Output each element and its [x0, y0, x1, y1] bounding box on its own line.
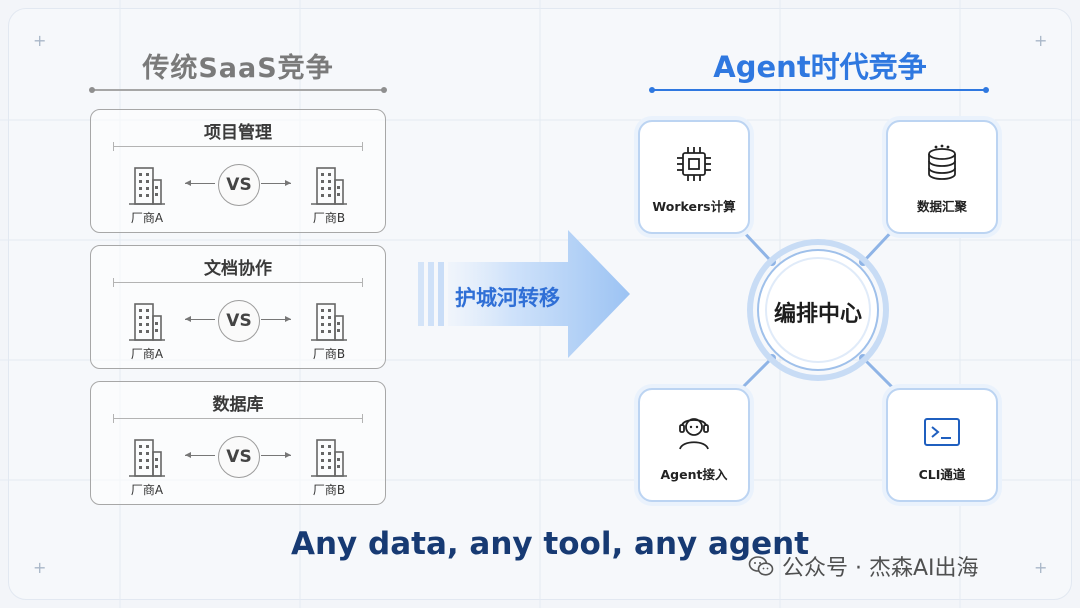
- left-section-title: 传统SaaS竞争: [142, 53, 334, 84]
- headset-person-icon: [679, 418, 709, 450]
- right-arrow-icon: [261, 316, 291, 322]
- building-icon: [129, 439, 165, 477]
- vs-badge: VS: [218, 164, 260, 206]
- node-workers-compute: Workers计算: [638, 120, 750, 234]
- node-label: 数据汇聚: [916, 199, 967, 214]
- transition-arrow-icon: [418, 230, 630, 358]
- building-icon: [311, 167, 347, 205]
- vendor-a-label: 厂商A: [130, 347, 164, 361]
- vendor-a-label: 厂商A: [130, 483, 164, 497]
- vs-badge: VS: [218, 300, 260, 342]
- card-divider: [113, 414, 363, 423]
- vendor-a-label: 厂商A: [130, 211, 164, 225]
- right-arrow-icon: [261, 452, 291, 458]
- terminal-icon: [924, 418, 960, 446]
- corner-plus-icon: +: [33, 31, 47, 50]
- node-cli-channel: CLI通道: [886, 388, 998, 502]
- building-icon: [129, 303, 165, 341]
- wechat-icon: [748, 556, 774, 576]
- hub-diagram: [738, 226, 897, 392]
- comparison-card-3: 数据库 厂商A VS 厂商B: [90, 381, 386, 505]
- building-icon: [129, 167, 165, 205]
- hub-label: 编排中心: [773, 302, 862, 327]
- building-icon: [311, 303, 347, 341]
- card-divider: [113, 142, 363, 151]
- vendor-b-label: 厂商B: [312, 211, 346, 225]
- left-title-divider: [89, 87, 387, 93]
- left-arrow-icon: [185, 316, 215, 322]
- corner-plus-icon: +: [33, 558, 47, 577]
- node-label: Agent接入: [660, 467, 728, 482]
- left-arrow-icon: [185, 180, 215, 186]
- card-title: 项目管理: [204, 123, 272, 143]
- left-arrow-icon: [185, 452, 215, 458]
- comparison-card-1: 项目管理 厂商A VS 厂商B: [90, 109, 386, 233]
- corner-plus-icon: +: [1034, 31, 1048, 50]
- node-label: CLI通道: [918, 467, 966, 482]
- card-title: 数据库: [212, 395, 264, 415]
- card-title: 文档协作: [204, 259, 272, 279]
- corner-plus-icon: +: [1034, 558, 1048, 577]
- tagline: Any data, any tool, any agent: [290, 526, 810, 562]
- watermark: 公众号 · 杰森AI出海: [748, 550, 979, 582]
- moat-shift-label: 护城河转移: [455, 286, 560, 310]
- node-data-aggregation: 数据汇聚: [886, 120, 998, 234]
- card-divider: [113, 278, 363, 287]
- node-label: Workers计算: [652, 199, 736, 214]
- database-icon: [928, 144, 956, 180]
- watermark-text: 公众号 · 杰森AI出海: [782, 556, 979, 581]
- node-agent-access: Agent接入: [638, 388, 750, 502]
- right-section-title: Agent时代竞争: [713, 50, 927, 84]
- right-title-divider: [649, 87, 989, 93]
- vendor-b-label: 厂商B: [312, 347, 346, 361]
- vs-badge: VS: [218, 436, 260, 478]
- cpu-chip-icon: [677, 147, 711, 181]
- building-icon: [311, 439, 347, 477]
- comparison-card-2: 文档协作 厂商A VS 厂商B: [90, 245, 386, 369]
- right-arrow-icon: [261, 180, 291, 186]
- vendor-b-label: 厂商B: [312, 483, 346, 497]
